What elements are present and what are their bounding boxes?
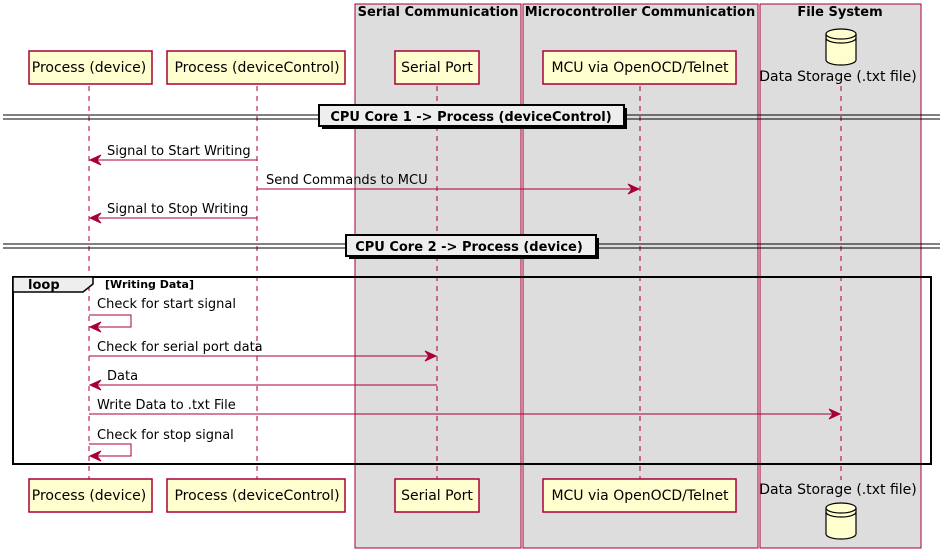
message-check-serial-data <box>89 350 438 362</box>
divider-cpu-core-2-label: CPU Core 2 -> Process (device) <box>355 240 583 255</box>
participant-data-storage-bottom: Data Storage (.txt file) <box>759 482 917 540</box>
participant-mcu-top-label: MCU via OpenOCD/Telnet <box>551 60 729 76</box>
message-signal-start-writing-label: Signal to Start Writing <box>107 144 251 159</box>
message-data <box>88 379 437 391</box>
message-signal-stop-writing <box>88 212 257 224</box>
message-send-commands-mcu <box>257 183 641 195</box>
message-write-data <box>89 408 842 420</box>
participant-device-control-bottom-label: Process (deviceControl) <box>174 488 339 504</box>
divider-cpu-core-1: CPU Core 1 -> Process (deviceControl) <box>3 104 940 129</box>
message-check-stop-signal-label: Check for stop signal <box>97 428 234 443</box>
loop-condition: [Writing Data] <box>105 278 194 291</box>
participant-data-storage-top: Data Storage (.txt file) <box>759 28 917 85</box>
participant-serial-port-top: Serial Port <box>394 50 480 85</box>
message-send-commands-mcu-label: Send Commands to MCU <box>266 173 428 188</box>
participant-data-storage-bottom-label: Data Storage (.txt file) <box>759 482 917 498</box>
database-icon-top <box>825 28 857 40</box>
participant-device-top: Process (device) <box>28 50 153 85</box>
participant-mcu-bottom-label: MCU via OpenOCD/Telnet <box>551 488 729 504</box>
participant-serial-port-bottom: Serial Port <box>394 478 480 513</box>
participant-device-bottom-label: Process (device) <box>32 488 146 504</box>
participant-mcu-top: MCU via OpenOCD/Telnet <box>542 50 737 85</box>
database-icon-top <box>825 502 857 514</box>
box-file-system-label: File System <box>797 5 882 20</box>
participant-data-storage-top-label: Data Storage (.txt file) <box>759 69 917 85</box>
box-serial-communication-label: Serial Communication <box>358 5 519 20</box>
message-write-data-label: Write Data to .txt File <box>97 398 236 413</box>
participant-device-bottom: Process (device) <box>28 478 153 513</box>
box-microcontroller-communication-label: Microcontroller Communication <box>525 5 755 20</box>
message-check-start-signal-label: Check for start signal <box>97 297 236 312</box>
message-data-label: Data <box>107 369 138 384</box>
message-check-stop-signal <box>88 443 132 462</box>
loop-keyword: loop <box>28 278 60 293</box>
participant-device-control-top: Process (deviceControl) <box>166 50 346 85</box>
participant-device-control-top-label: Process (deviceControl) <box>174 60 339 76</box>
message-check-serial-data-label: Check for serial port data <box>97 340 263 355</box>
divider-cpu-core-2: CPU Core 2 -> Process (device) <box>3 234 940 259</box>
participant-mcu-bottom: MCU via OpenOCD/Telnet <box>542 478 737 513</box>
participant-device-control-bottom: Process (deviceControl) <box>166 478 346 513</box>
loop-frame: loop [Writing Data] <box>12 276 932 465</box>
participant-serial-port-top-label: Serial Port <box>401 60 473 76</box>
divider-cpu-core-1-label: CPU Core 1 -> Process (deviceControl) <box>330 110 611 125</box>
message-signal-stop-writing-label: Signal to Stop Writing <box>107 202 248 217</box>
message-signal-start-writing <box>88 154 257 166</box>
message-check-start-signal <box>88 314 132 333</box>
participant-device-top-label: Process (device) <box>32 60 146 76</box>
participant-serial-port-bottom-label: Serial Port <box>401 488 473 504</box>
